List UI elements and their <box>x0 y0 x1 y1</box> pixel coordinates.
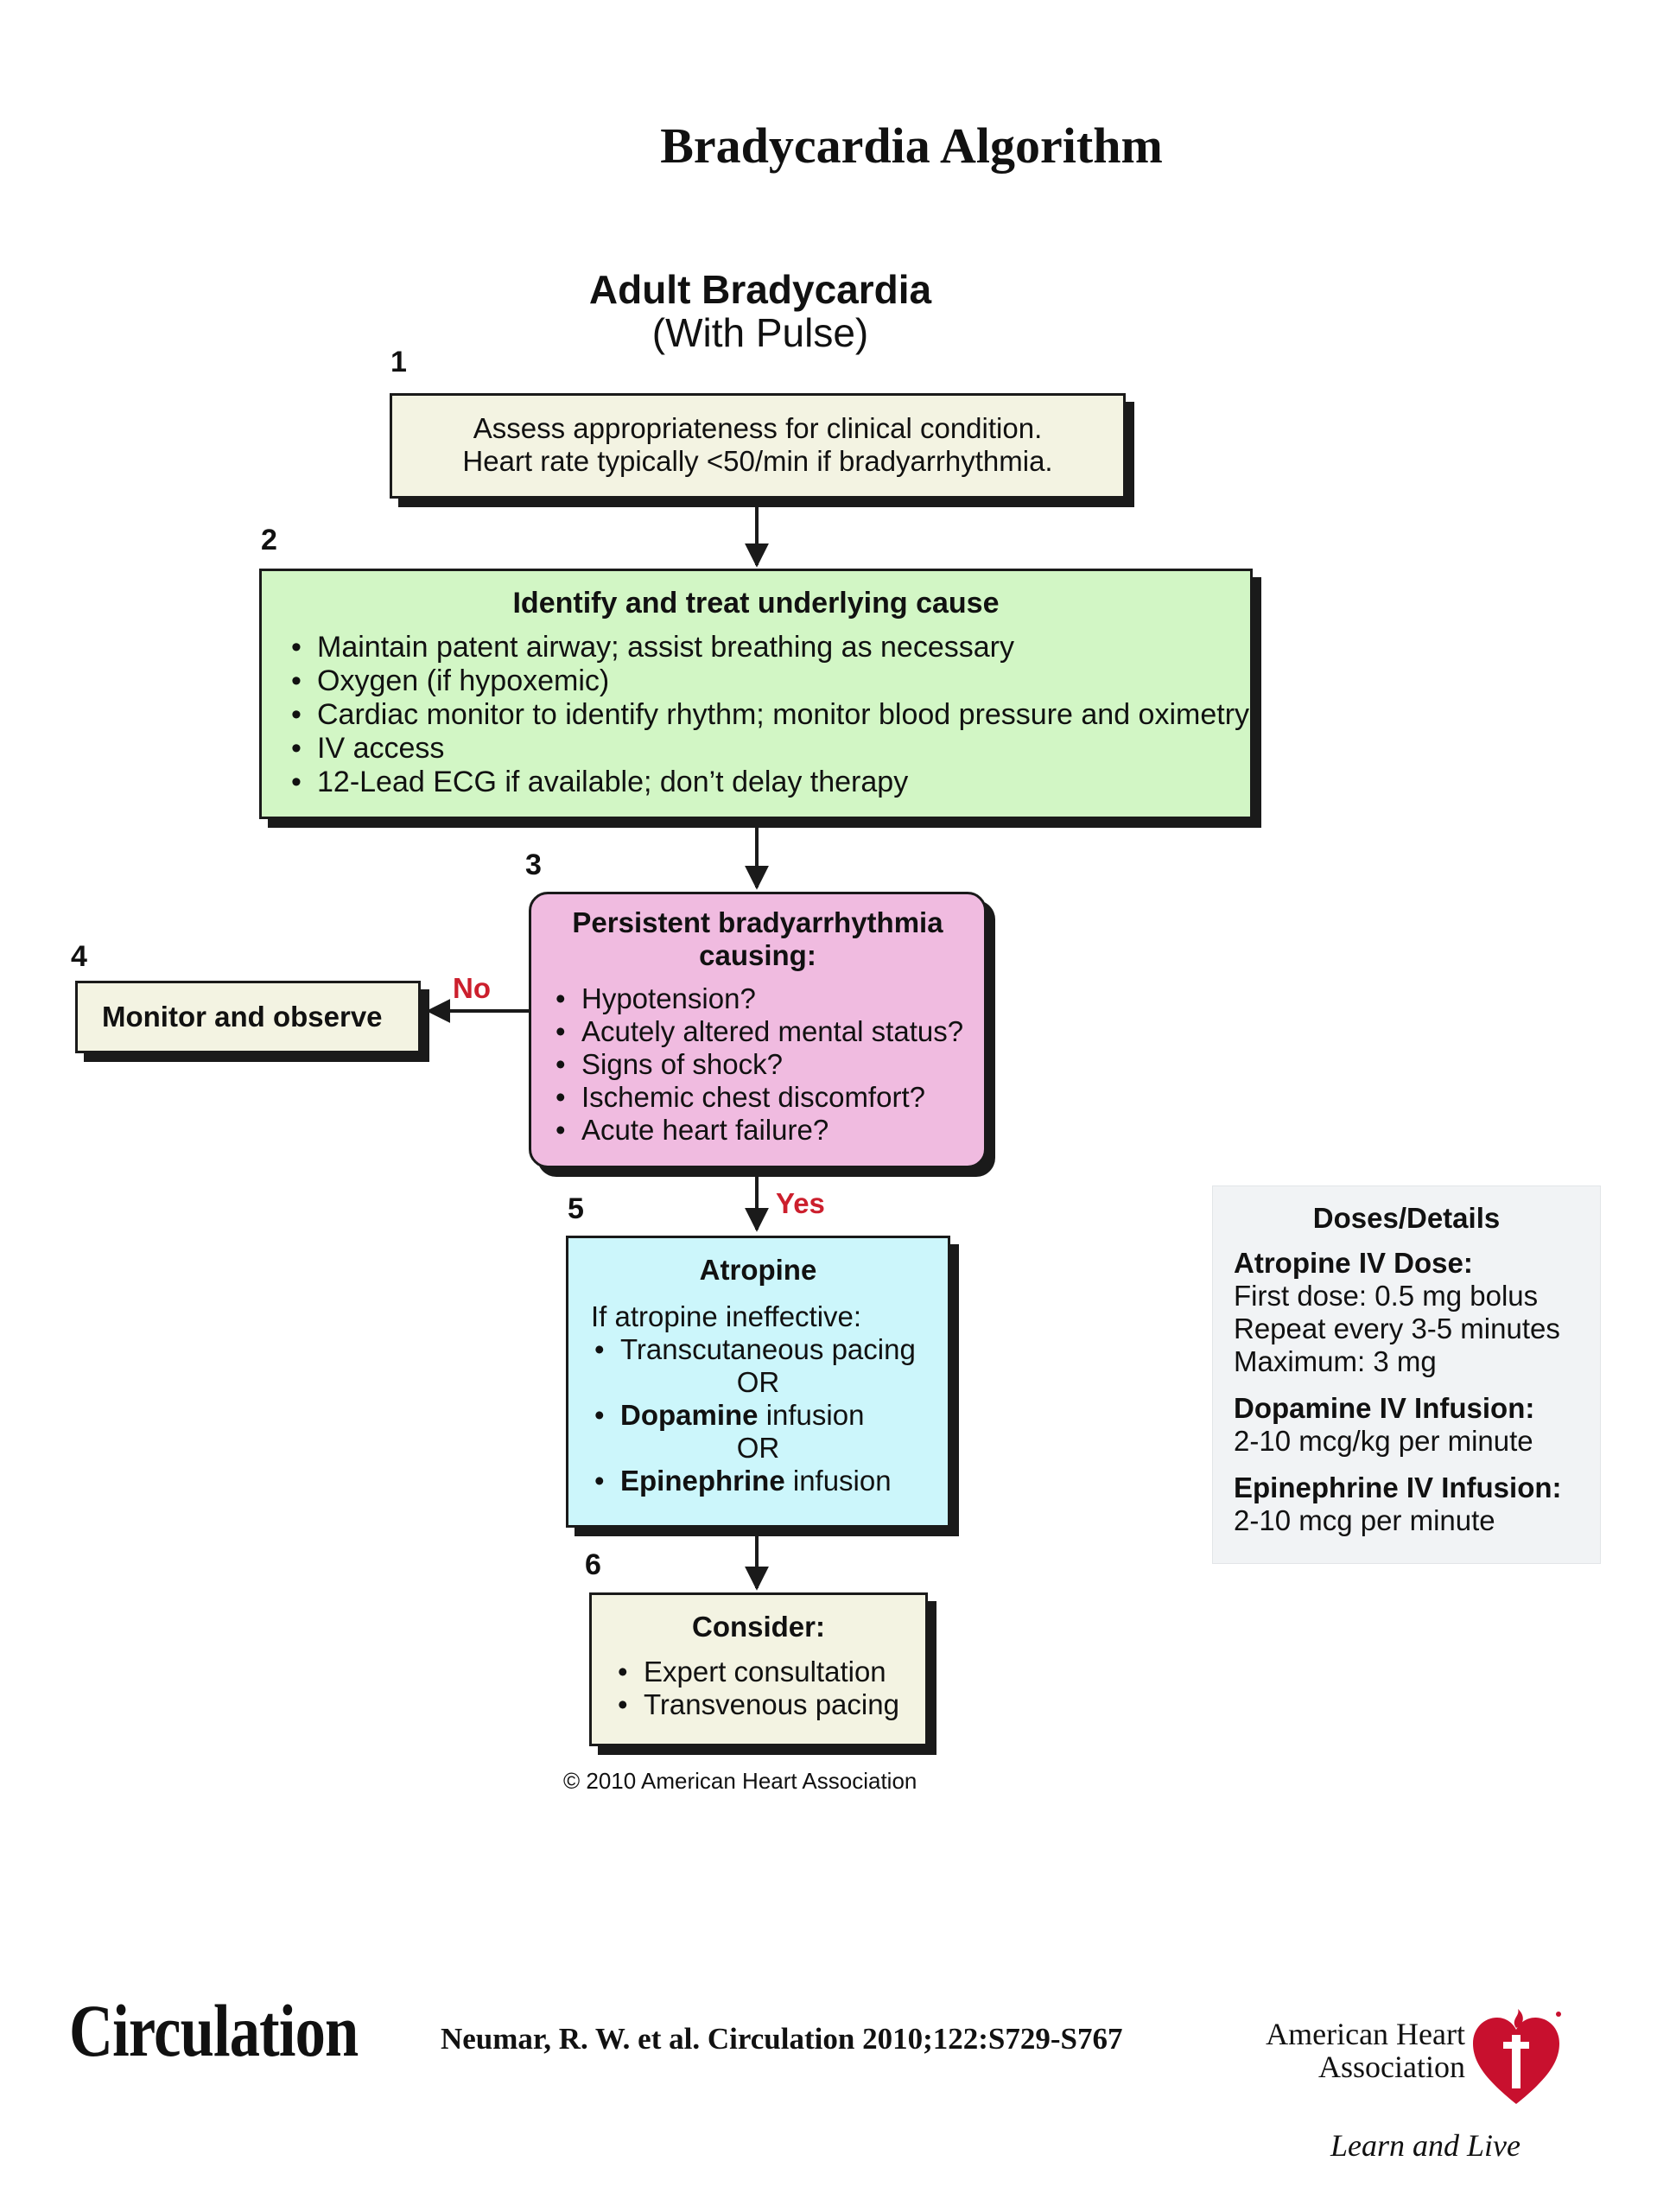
step-number-1: 1 <box>390 346 407 378</box>
step-1-line-2: Heart rate typically <50/min if bradyarr… <box>462 445 1053 477</box>
step-6-heading: Consider: <box>691 1611 825 1643</box>
copyright: © 2010 American Heart Association <box>563 1768 917 1794</box>
atropine-line: Maximum: 3 mg <box>1234 1345 1437 1377</box>
dopamine-dose-title: Dopamine IV Infusion: <box>1234 1392 1535 1424</box>
step-number-5: 5 <box>568 1192 584 1225</box>
list-item: Signs of shock? <box>552 1048 984 1081</box>
yes-label: Yes <box>776 1187 825 1219</box>
step-3-heading-line-2: causing: <box>699 939 816 971</box>
aha-line-1: American Heart <box>1266 2017 1465 2051</box>
step-number-2: 2 <box>261 524 277 556</box>
epinephrine-rest: infusion <box>784 1465 892 1497</box>
list-item: Dopamine infusion <box>591 1399 948 1432</box>
step-2-heading: Identify and treat underlying cause <box>512 587 1000 620</box>
header-line-2: (With Pulse) <box>651 310 869 355</box>
atropine-line: Repeat every 3-5 minutes <box>1234 1313 1560 1344</box>
list-item: Expert consultation <box>614 1656 925 1688</box>
step-5-intro: If atropine ineffective: <box>591 1300 862 1332</box>
aha-wordmark: American Heart Association <box>1244 2018 1465 2083</box>
list-item: Hypotension? <box>552 982 984 1015</box>
list-item: Cardiac monitor to identify rhythm; moni… <box>288 698 1250 732</box>
no-label: No <box>453 972 491 1004</box>
step-3-list: Hypotension? Acutely altered mental stat… <box>552 982 984 1147</box>
step-number-3: 3 <box>525 849 542 881</box>
step-5-list-2: Dopamine infusion <box>591 1399 948 1432</box>
or-label: OR <box>736 1432 780 1464</box>
step-2-list: Maintain patent airway; assist breathing… <box>288 631 1250 799</box>
step-3-heading-line-1: Persistent bradyarrhythmia <box>572 906 943 938</box>
or-label: OR <box>736 1366 780 1398</box>
epinephrine-label: Epinephrine <box>620 1465 785 1497</box>
step-1-box: Assess appropriateness for clinical cond… <box>390 393 1126 499</box>
circulation-logo: Circulation <box>69 1989 359 2072</box>
step-5-list-3: Epinephrine infusion <box>591 1465 948 1497</box>
atropine-dose-title: Atropine IV Dose: <box>1234 1247 1473 1279</box>
epinephrine-line: 2-10 mcg per minute <box>1234 1504 1495 1536</box>
step-6-box: Consider: Expert consultation Transvenou… <box>589 1592 928 1746</box>
aha-heart-torch-icon <box>1473 2009 1561 2104</box>
epinephrine-dose-title: Epinephrine IV Infusion: <box>1234 1471 1562 1503</box>
dopamine-line: 2-10 mcg/kg per minute <box>1234 1425 1533 1457</box>
list-item: Acute heart failure? <box>552 1114 984 1147</box>
list-item: Maintain patent airway; assist breathing… <box>288 631 1250 664</box>
step-4-box: Monitor and observe <box>75 981 421 1053</box>
list-item: 12-Lead ECG if available; don’t delay th… <box>288 766 1250 799</box>
step-4-text: Monitor and observe <box>102 1001 383 1033</box>
step-6-list: Expert consultation Transvenous pacing <box>614 1656 925 1721</box>
doses-heading: Doses/Details <box>1312 1202 1501 1234</box>
step-5-box: Atropine If atropine ineffective: Transc… <box>566 1236 950 1528</box>
step-2-box: Identify and treat underlying cause Main… <box>259 569 1253 819</box>
step-number-6: 6 <box>585 1548 601 1581</box>
step-1-line-1: Assess appropriateness for clinical cond… <box>473 412 1043 444</box>
step-3-box: Persistent bradyarrhythmia causing: Hypo… <box>529 892 987 1168</box>
page-title: Bradycardia Algorithm <box>660 118 1163 174</box>
aha-line-2: Association <box>1318 2050 1465 2084</box>
header-line-1: Adult Bradycardia <box>588 267 932 312</box>
dopamine-label: Dopamine <box>620 1399 759 1431</box>
step-5-list: Transcutaneous pacing <box>591 1333 948 1366</box>
list-item: Oxygen (if hypoxemic) <box>288 664 1250 698</box>
list-item: Transvenous pacing <box>614 1688 925 1721</box>
aha-tagline: Learn and Live <box>1330 2128 1521 2163</box>
atropine-line: First dose: 0.5 mg bolus <box>1234 1280 1539 1312</box>
dopamine-rest: infusion <box>758 1399 865 1431</box>
list-item: Acutely altered mental status? <box>552 1015 984 1048</box>
list-item: Transcutaneous pacing <box>591 1333 948 1366</box>
citation: Neumar, R. W. et al. Circulation 2010;12… <box>441 2022 1123 2056</box>
step-5-heading: Atropine <box>699 1254 817 1286</box>
doses-panel: Doses/Details Atropine IV Dose: First do… <box>1212 1185 1601 1564</box>
step-number-4: 4 <box>71 940 87 973</box>
list-item: Ischemic chest discomfort? <box>552 1081 984 1114</box>
algorithm-header: Adult Bradycardia (With Pulse) <box>536 268 985 354</box>
list-item: Epinephrine infusion <box>591 1465 948 1497</box>
list-item: IV access <box>288 732 1250 766</box>
